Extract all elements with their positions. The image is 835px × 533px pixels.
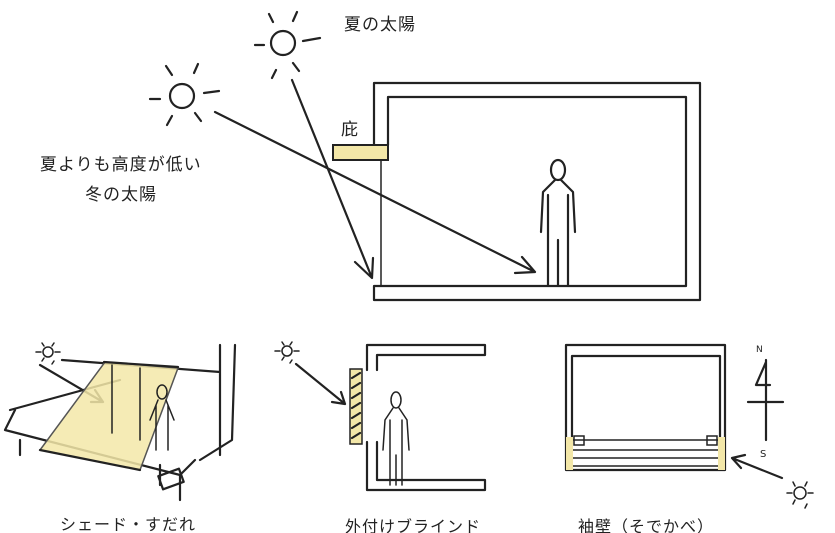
person-figure <box>539 158 577 287</box>
label-winter-sun-line2: 冬の太陽 <box>85 185 157 205</box>
label-wing-wall: 袖壁（そでかべ） <box>578 517 715 533</box>
label-north: N <box>756 345 764 355</box>
shade-illustration <box>3 342 237 502</box>
blind-illustration <box>274 341 487 492</box>
label-eave: 庇 <box>341 120 359 140</box>
summer-sun-ray <box>290 78 375 280</box>
winter-sun-icon <box>148 62 221 127</box>
summer-sun-icon <box>253 10 322 80</box>
building-section <box>332 81 702 302</box>
person-figure-small <box>382 391 410 486</box>
compass-icon <box>746 358 785 442</box>
wing-wall-illustration <box>564 343 814 509</box>
winter-sun-ray <box>213 110 537 275</box>
label-south: S <box>760 449 768 460</box>
label-winter-sun-line1: 夏よりも高度が低い <box>40 155 202 175</box>
label-summer-sun: 夏の太陽 <box>344 15 416 35</box>
label-shade: シェード・すだれ <box>60 515 197 533</box>
label-blind: 外付けブラインド <box>345 517 482 533</box>
person-figure-small <box>149 384 175 451</box>
eave <box>332 144 389 161</box>
